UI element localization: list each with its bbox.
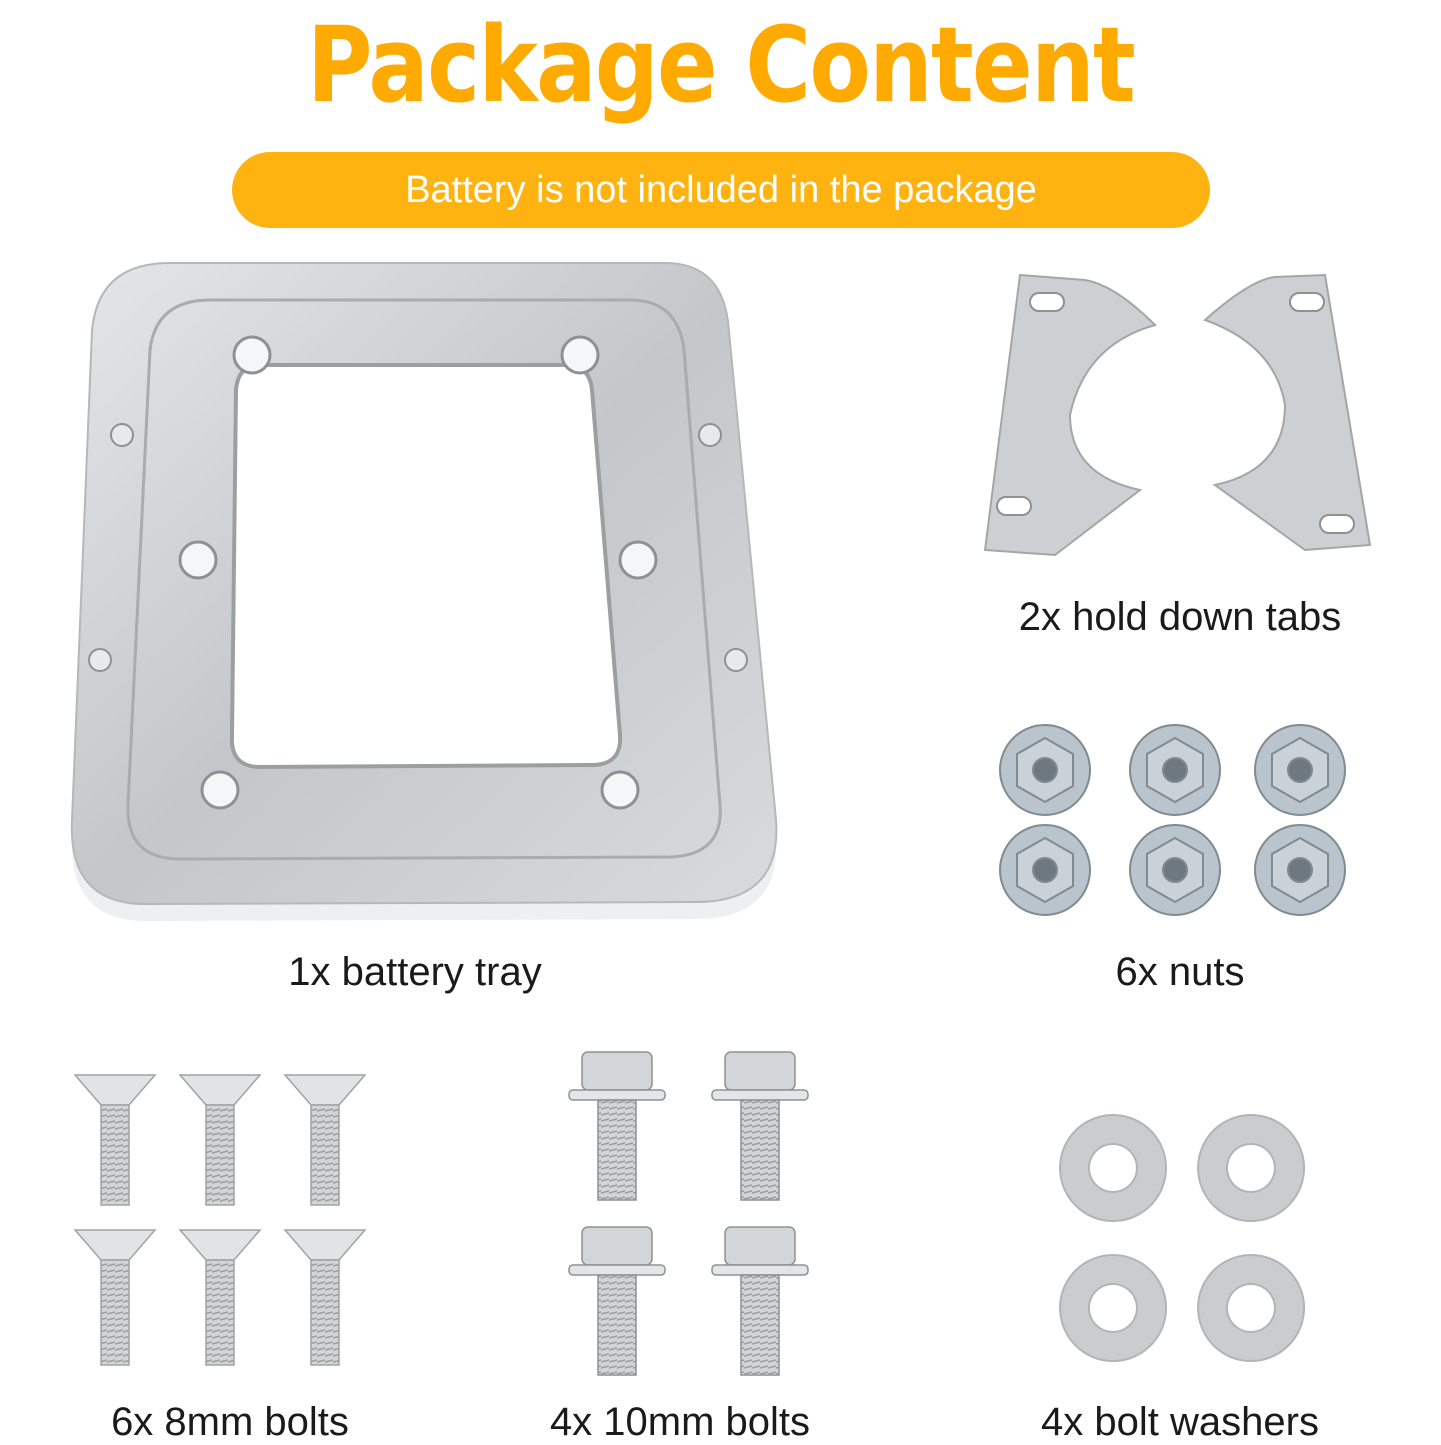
page-title: Package Content [307, 4, 1136, 126]
nuts-caption: 6x nuts [1115, 950, 1245, 994]
nuts-image [999, 724, 1346, 916]
8mm-bolts-image [73, 1074, 367, 1366]
8mm-bolts-caption: 6x 8mm bolts [111, 1400, 349, 1444]
battery-tray-caption: 1x battery tray [288, 950, 542, 994]
bolt-washers-caption: 4x bolt washers [1041, 1400, 1319, 1444]
hold-down-tabs-image [983, 273, 1372, 557]
10mm-bolts-caption: 4x 10mm bolts [549, 1400, 811, 1444]
10mm-bolts-image [568, 1051, 809, 1376]
battery-tray-image [70, 262, 778, 921]
bolt-washers-image [1059, 1114, 1306, 1362]
notice-banner: Battery is not included in the package [232, 152, 1210, 228]
notice-text: Battery is not included in the package [405, 169, 1037, 211]
hold-down-tabs-caption: 2x hold down tabs [1018, 595, 1342, 639]
